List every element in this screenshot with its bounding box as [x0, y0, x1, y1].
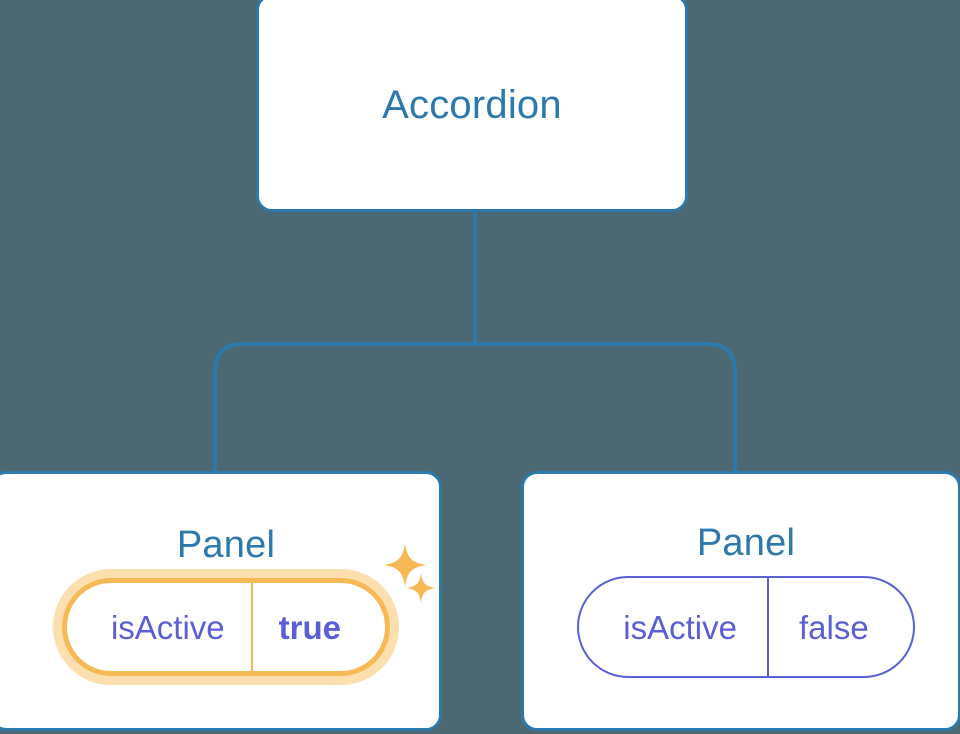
node-panel-right[interactable]: Panel isActive false [521, 471, 960, 731]
prop-pill-body: isActive true [61, 578, 391, 676]
prop-value-label: false [766, 578, 913, 676]
node-accordion-title: Accordion [382, 83, 562, 127]
node-accordion[interactable]: Accordion [256, 0, 688, 212]
prop-pill-inactive[interactable]: isActive false [577, 576, 915, 678]
prop-key-label: isActive [110, 608, 225, 646]
connector-to-panel-right [473, 342, 737, 474]
prop-key-label: isActive [623, 608, 737, 646]
node-panel-left-title: Panel [176, 524, 276, 566]
node-panel-left[interactable]: Panel isActive true [0, 471, 442, 731]
panel-right-body: Panel isActive false [524, 524, 958, 678]
prop-pill-active[interactable]: isActive true [52, 569, 400, 685]
connector-to-panel-left [213, 342, 477, 474]
prop-value-label: true [250, 583, 385, 671]
panel-left-body: Panel isActive true [0, 524, 439, 685]
prop-pill-body: isActive false [577, 576, 915, 678]
node-panel-right-title: Panel [696, 522, 796, 564]
